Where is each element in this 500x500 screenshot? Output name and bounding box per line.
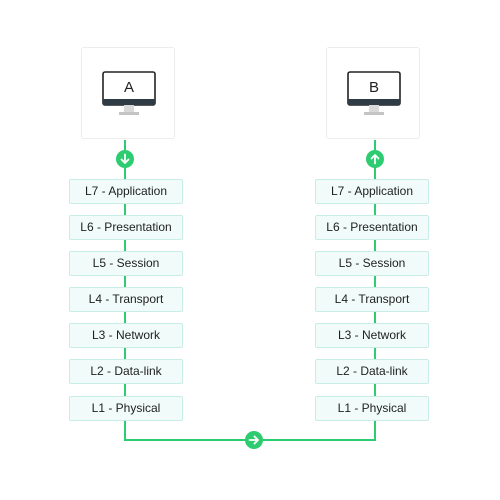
right-layer-l3: L3 - Network [315, 323, 429, 348]
right-layer-l1: L1 - Physical [315, 396, 429, 421]
arrow-right-icon [245, 431, 263, 449]
left-layer-l3: L3 - Network [69, 323, 183, 348]
left-layer-l7: L7 - Application [69, 179, 183, 204]
left-layer-l6: L6 - Presentation [69, 215, 183, 240]
left-layer-l2: L2 - Data-link [69, 359, 183, 384]
host-card-a: A [81, 47, 175, 139]
host-label-a: A [123, 79, 134, 96]
host-label-b: B [368, 79, 379, 96]
right-layer-l6: L6 - Presentation [315, 215, 429, 240]
desktop-monitor-icon: B [347, 71, 401, 119]
arrow-down-icon [116, 150, 134, 168]
host-card-b: B [326, 47, 420, 139]
right-layer-l7: L7 - Application [315, 179, 429, 204]
right-layer-l2: L2 - Data-link [315, 359, 429, 384]
right-layer-l4: L4 - Transport [315, 287, 429, 312]
left-layer-l4: L4 - Transport [69, 287, 183, 312]
right-layer-l5: L5 - Session [315, 251, 429, 276]
arrow-up-icon [366, 150, 384, 168]
left-layer-l1: L1 - Physical [69, 396, 183, 421]
left-layer-l5: L5 - Session [69, 251, 183, 276]
desktop-monitor-icon: A [102, 71, 156, 119]
